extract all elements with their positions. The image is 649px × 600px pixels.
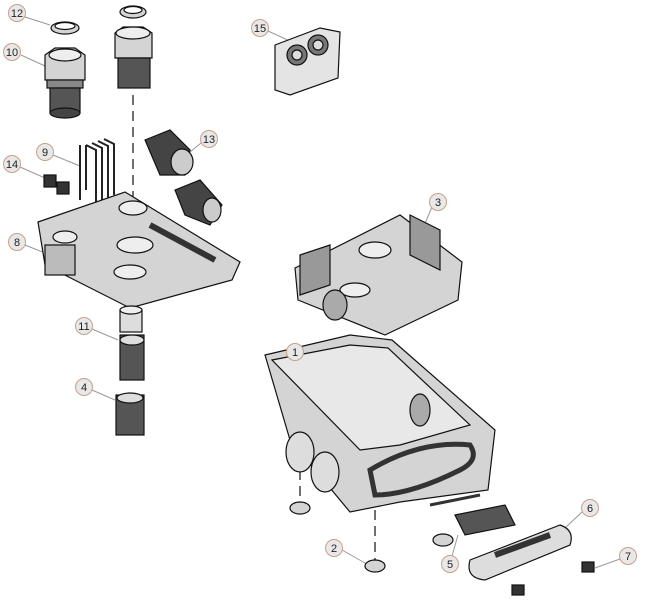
callout-14: 14 — [3, 155, 21, 173]
part-seal-top — [119, 5, 147, 19]
part-12-seal — [50, 21, 80, 35]
part-15-plate — [274, 27, 341, 96]
callout-6: 6 — [581, 499, 599, 517]
callout-8: 8 — [8, 233, 26, 251]
part-10-fitting — [44, 47, 86, 119]
part-11-cap — [119, 305, 143, 333]
callout-4: 4 — [75, 378, 93, 396]
callout-2: 2 — [325, 539, 343, 557]
leader-lines — [19, 16, 621, 569]
part-13-connector — [144, 129, 223, 226]
part-1-housing — [264, 334, 496, 513]
part-fitting-mid — [119, 334, 145, 381]
part-3-frame — [294, 214, 463, 336]
part-5-connector — [429, 493, 516, 536]
callout-5: 5 — [441, 555, 459, 573]
callout-3: 3 — [429, 193, 447, 211]
callout-7: 7 — [619, 547, 637, 565]
part-14-nuts — [43, 174, 70, 195]
callout-12: 12 — [8, 4, 26, 22]
part-fitting-top — [114, 26, 153, 89]
callout-15: 15 — [251, 19, 269, 37]
part-9-pins — [79, 138, 115, 205]
callout-13: 13 — [200, 130, 218, 148]
callout-11: 11 — [75, 317, 93, 335]
callout-1: 1 — [286, 343, 304, 361]
part-4-fitting — [115, 392, 145, 436]
part-6-cover — [468, 524, 572, 581]
callout-10: 10 — [3, 43, 21, 61]
part-7-screws — [511, 561, 595, 596]
callout-9: 9 — [36, 143, 54, 161]
part-8-base-plate — [37, 191, 241, 309]
part-2-caps — [289, 501, 454, 573]
